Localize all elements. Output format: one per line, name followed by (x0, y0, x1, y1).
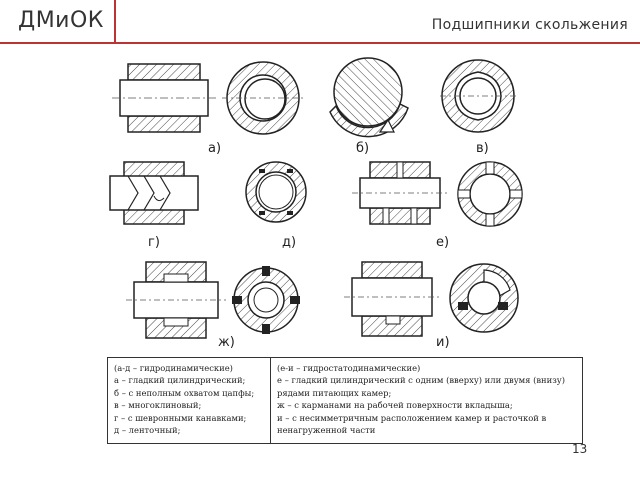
slide-header: ДМиОК Подшипники скольжения (0, 0, 640, 44)
bearing-i-section (344, 261, 440, 337)
bearing-a-end-view (222, 61, 304, 135)
bearing-e-end-view (457, 161, 523, 227)
legend-table: (а-д – гидродинамические) а – гладкий ци… (107, 357, 583, 444)
bearing-b-partial-view (329, 57, 409, 138)
legend-line: ж – с карманами на рабочей поверхности в… (277, 400, 513, 411)
brand-logo-text: ДМиОК (18, 8, 104, 33)
label-i: и) (436, 335, 450, 350)
bearing-zh-section (126, 261, 226, 339)
bearing-v-multiwedge-view (440, 59, 516, 133)
legend-hydrostatic-column: (е-и – гидростатодинамические) е – гладк… (271, 358, 582, 443)
label-e: е) (436, 235, 449, 250)
page-number: 13 (572, 442, 588, 456)
slide-title: Подшипники скольжения (431, 17, 628, 33)
bearing-zh-end-view (232, 266, 300, 334)
label-b: б) (356, 141, 369, 156)
bearing-d-strip-view (245, 161, 307, 223)
legend-line: в – многоклиновый; (114, 400, 202, 411)
label-d: д) (282, 235, 296, 250)
legend-line: б – с неполным охватом цапфы; (114, 387, 255, 398)
label-zh: ж) (218, 335, 235, 350)
legend-line: д – ленточный; (114, 425, 181, 436)
bearing-i-end-view (449, 263, 519, 333)
label-v: в) (476, 141, 489, 156)
bearing-a-section (112, 63, 216, 133)
label-a: а) (208, 141, 221, 156)
legend-line: а – гладкий цилиндрический; (114, 375, 246, 386)
bearing-g-chevron-section (109, 161, 199, 225)
header-divider-horizontal (0, 42, 640, 44)
bearing-diagrams: а) б) в) г) д) (109, 57, 523, 350)
legend-line: (а-д – гидродинамические) (114, 363, 233, 373)
legend-line: (е-и – гидростатодинамические) (277, 363, 421, 373)
legend-line: е – гладкий цилиндрический с одним (ввер… (277, 375, 565, 398)
legend-line: г – с шевронными канавками; (114, 412, 247, 423)
label-g: г) (148, 235, 160, 250)
legend-line: и – с несимметричным расположением камер… (277, 412, 547, 436)
bearing-e-section (352, 161, 448, 225)
legend-hydrodynamic-column: (а-д – гидродинамические) а – гладкий ци… (108, 358, 271, 443)
header-divider-vertical (114, 0, 116, 44)
